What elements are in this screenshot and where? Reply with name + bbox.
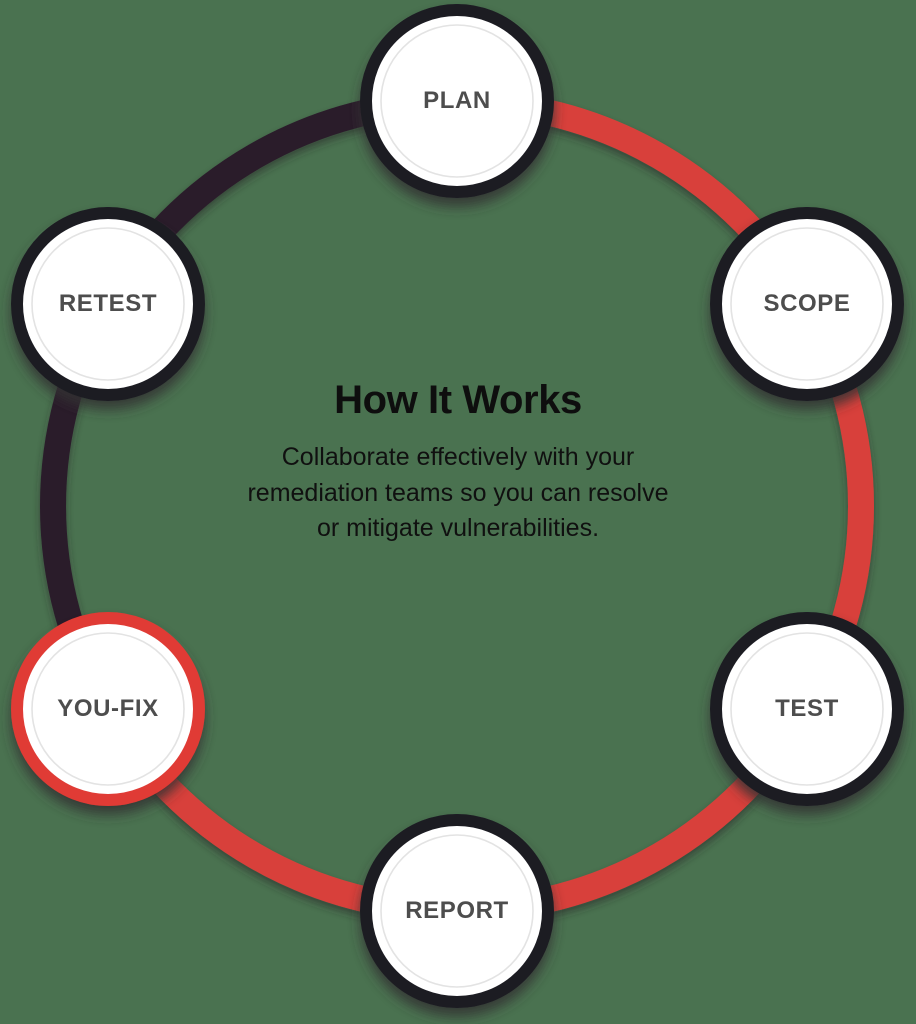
node-button-test[interactable]	[710, 612, 904, 806]
node-ring-plan	[360, 4, 554, 198]
node-inner-circle-you-fix	[31, 632, 185, 786]
node-ring-test	[710, 612, 904, 806]
node-scope[interactable]	[710, 207, 904, 401]
node-ring-retest	[11, 207, 205, 401]
node-plan[interactable]	[360, 4, 554, 198]
node-ring-scope	[710, 207, 904, 401]
node-inner-circle-report	[380, 834, 534, 988]
node-button-plan[interactable]	[360, 4, 554, 198]
node-inner-circle-scope	[730, 227, 884, 381]
node-button-report[interactable]	[360, 814, 554, 1008]
node-button-retest[interactable]	[11, 207, 205, 401]
arc-layer	[40, 89, 874, 923]
node-inner-circle-plan	[380, 24, 534, 178]
node-layer	[11, 4, 904, 1008]
node-button-you-fix[interactable]	[11, 612, 205, 806]
node-retest[interactable]	[11, 207, 205, 401]
node-inner-circle-test	[730, 632, 884, 786]
node-ring-report	[360, 814, 554, 1008]
node-button-scope[interactable]	[710, 207, 904, 401]
node-you-fix[interactable]	[11, 612, 205, 806]
node-inner-circle-retest	[31, 227, 185, 381]
node-test[interactable]	[710, 612, 904, 806]
node-ring-you-fix	[11, 612, 205, 806]
node-report[interactable]	[360, 814, 554, 1008]
